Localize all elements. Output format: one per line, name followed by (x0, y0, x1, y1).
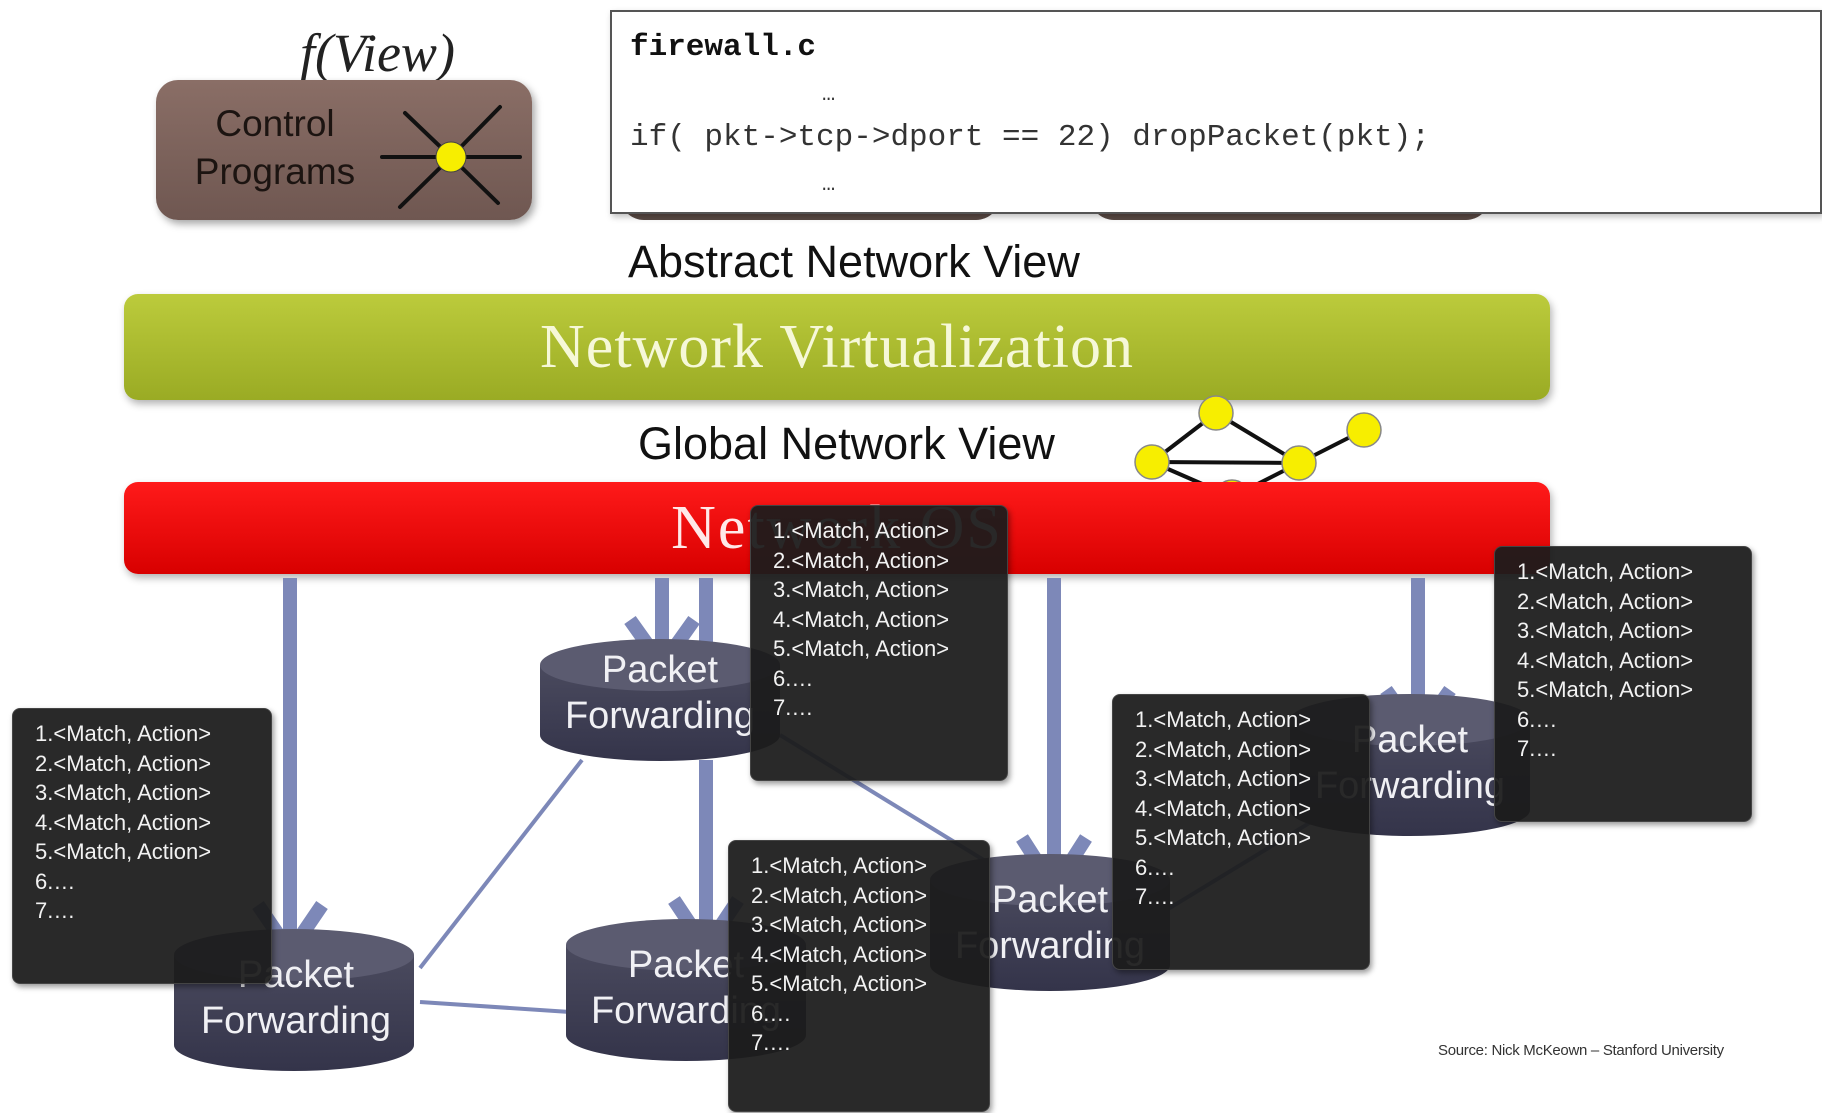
flow-table-row: 2.<Match, Action> (1517, 588, 1694, 614)
flow-table-row: 3.<Match, Action> (1517, 618, 1694, 643)
flow-table-row: 1.<Match, Action> (35, 721, 212, 746)
flow-table-row: 5.<Match, Action> (773, 636, 950, 661)
forwarding-label-line1: Packet (1351, 719, 1469, 761)
control-programs-line2: Programs (194, 151, 356, 192)
flow-table-row: 7.… (35, 898, 76, 923)
flow-table-row: 5.<Match, Action> (35, 839, 212, 864)
flow-table-row: 5.<Match, Action> (751, 971, 928, 996)
flow-table-row: 7.… (773, 695, 814, 720)
network-virtualization-label: Network Virtualization (540, 313, 1134, 381)
flow-table-row: 4.<Match, Action> (1135, 795, 1312, 821)
forwarding-label-line2: Forwarding (564, 695, 756, 737)
flow-table-row: 4.<Match, Action> (773, 606, 950, 632)
flow-table-row: 4.<Match, Action> (1517, 647, 1694, 673)
flow-table-row: 4.<Match, Action> (751, 941, 928, 967)
flow-table-row: 1.<Match, Action> (751, 853, 928, 878)
flow-table-row: 6.… (773, 665, 814, 691)
flow-table-row: 6.… (751, 1000, 792, 1026)
flow-table-row: 3.<Match, Action> (1135, 766, 1312, 791)
star-node-icon (380, 105, 522, 209)
flow-table: 1.<Match, Action> 2.<Match, Action> 3.<M… (728, 840, 990, 1112)
flow-table-row: 2.<Match, Action> (1135, 736, 1312, 762)
code-line: if( pkt->tcp->dport == 22) dropPacket(pk… (630, 120, 1430, 155)
flow-table-row: 7.… (1517, 736, 1558, 761)
flow-table-row: 5.<Match, Action> (1517, 677, 1694, 702)
flow-table-row: 7.… (1135, 884, 1176, 909)
flow-table-row: 3.<Match, Action> (35, 780, 212, 805)
flow-table-row: 7.… (751, 1030, 792, 1055)
code-ellipsis-bottom: … (822, 172, 836, 197)
flow-table: 1.<Match, Action> 2.<Match, Action> 3.<M… (12, 708, 272, 984)
control-programs-box (156, 80, 532, 220)
forwarding-element (930, 854, 1170, 991)
forwarding-label-line1: Packet (601, 649, 719, 691)
forwarding-label: Packet Forwarding (540, 647, 780, 739)
forwarding-label-line1: Packet (627, 944, 745, 986)
flow-table: 1.<Match, Action> 2.<Match, Action> 3.<M… (1112, 694, 1370, 970)
global-network-view-label: Global Network View (638, 418, 1055, 469)
control-programs-line1: Control (215, 103, 335, 144)
code-filename: firewall.c (630, 30, 817, 65)
control-programs-label: Control Programs (175, 100, 375, 196)
abstract-network-view-label: Abstract Network View (628, 236, 1080, 287)
flow-table-row: 6.… (35, 868, 76, 894)
flow-table-row: 6.… (1135, 854, 1176, 880)
flow-table-row: 1.<Match, Action> (773, 518, 950, 543)
code-ellipsis-top: … (822, 82, 836, 107)
flow-table-row: 6.… (1517, 706, 1558, 732)
code-snippet-box: firewall.c … if( pkt->tcp->dport == 22) … (610, 10, 1822, 214)
flow-table-row: 1.<Match, Action> (1517, 559, 1694, 584)
source-credit: Source: Nick McKeown – Stanford Universi… (1438, 1042, 1724, 1059)
flow-table-row: 4.<Match, Action> (35, 809, 212, 835)
flow-table: 1.<Match, Action> 2.<Match, Action> 3.<M… (750, 505, 1008, 781)
flow-table-row: 2.<Match, Action> (751, 882, 928, 908)
network-virtualization-bar (124, 294, 1550, 400)
flow-table-row: 2.<Match, Action> (35, 750, 212, 776)
function-label: f(View) (300, 23, 455, 83)
global-view-graph-icon (1134, 395, 1382, 515)
flow-table: 1.<Match, Action> 2.<Match, Action> 3.<M… (1494, 546, 1752, 822)
flow-table-row: 1.<Match, Action> (1135, 707, 1312, 732)
forwarding-element (540, 639, 780, 761)
flow-table-row: 5.<Match, Action> (1135, 825, 1312, 850)
forwarding-label-line1: Packet (991, 879, 1109, 921)
forwarding-label-line2: Forwarding (200, 1000, 392, 1042)
flow-table-row: 2.<Match, Action> (773, 547, 950, 573)
flow-table-row: 3.<Match, Action> (751, 912, 928, 937)
flow-table-row: 3.<Match, Action> (773, 577, 950, 602)
